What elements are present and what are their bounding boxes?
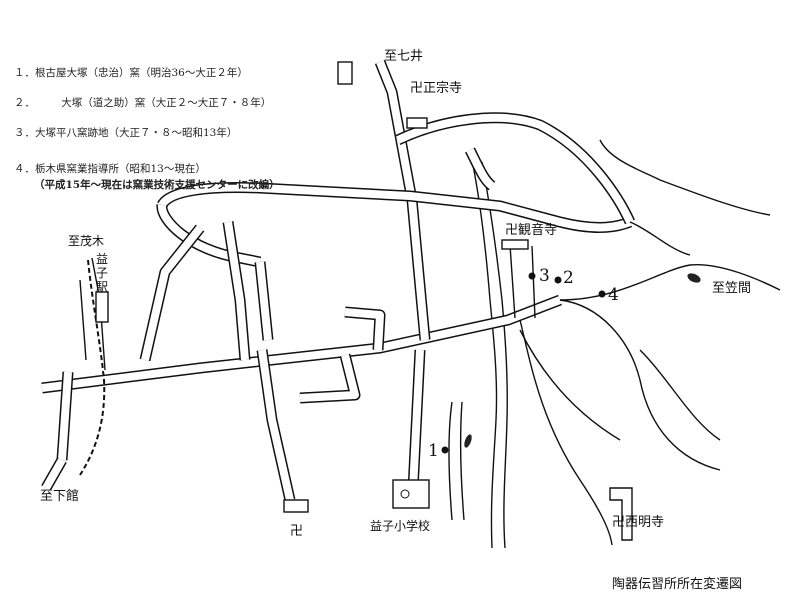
mashiko-station-char-2: 子 xyxy=(96,266,108,280)
legend-item-4-note: （平成15年～現在は窯業技術支援センターに改編） xyxy=(34,178,280,191)
streams xyxy=(448,159,508,549)
site-3-label: 3 xyxy=(539,266,550,286)
site-markers xyxy=(441,272,606,454)
legend: １．根古屋大塚（忠治）窯（明治36～大正２年） ２． 大塚（道之助）窯（大正２～… xyxy=(14,66,280,191)
thin-roads xyxy=(79,139,781,546)
site-3-dot xyxy=(528,272,536,280)
roads xyxy=(41,59,636,502)
site-2-label: 2 xyxy=(563,268,574,288)
mashiko-station-char-1: 益 xyxy=(96,252,108,266)
site-1-dot xyxy=(441,446,449,454)
to-motegi-label: 至茂木 xyxy=(68,234,104,248)
mashiko-elementary-school-label: 益子小学校 xyxy=(370,518,430,533)
temple-mark-label: 卍 xyxy=(290,524,303,539)
railway xyxy=(79,259,109,476)
legend-item-2: ２． 大塚（道之助）窯（大正２～大正７・８年） xyxy=(14,96,271,109)
shoshuji-temple-label: 卍正宗寺 xyxy=(410,80,462,96)
kannonji-temple-label: 卍観音寺 xyxy=(505,222,557,238)
legend-item-4: ４．栃木県窯業指導所（昭和13～現在） xyxy=(14,162,206,175)
to-shichii-label: 至七井 xyxy=(384,49,423,64)
site-4-dot xyxy=(598,290,606,298)
map-caption: 陶器伝習所所在変遷図 xyxy=(612,576,742,592)
to-shimodate-label: 至下館 xyxy=(40,489,79,504)
mashiko-station-char-3: 駅 xyxy=(96,280,108,294)
site-2-dot xyxy=(554,276,562,284)
saimyoji-temple-label: 卍西明寺 xyxy=(612,515,664,530)
building-markers xyxy=(283,61,701,541)
site-1-label: 1 xyxy=(428,441,439,461)
legend-item-1: １．根古屋大塚（忠治）窯（明治36～大正２年） xyxy=(14,66,248,79)
to-kasama-label: 至笠間 xyxy=(712,281,751,296)
site-4-label: 4 xyxy=(608,285,619,305)
legend-item-3: ３．大塚平八窯跡地（大正７・８～昭和13年） xyxy=(14,126,237,139)
